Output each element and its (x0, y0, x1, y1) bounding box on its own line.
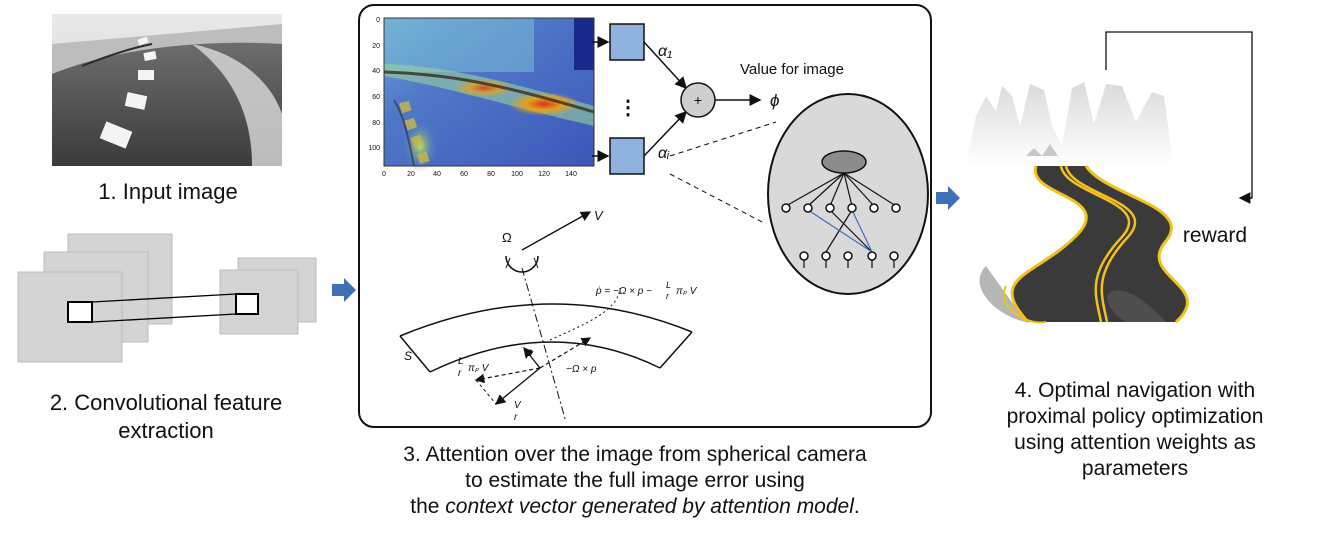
y-tick: 60 (372, 94, 380, 101)
equation-tail: πₚ V (676, 286, 698, 297)
conv-output-box (235, 293, 259, 315)
left-vector-num: L (458, 356, 464, 367)
y-tick: 0 (376, 17, 380, 24)
conv-caption: 2. Convolutional feature extraction (49, 390, 283, 443)
phi-label: ϕ (770, 91, 779, 110)
x-tick: 60 (460, 171, 468, 178)
y-tick: 40 (372, 68, 380, 75)
x-tick: 20 (407, 171, 415, 178)
hidden-layer-neurons (781, 203, 901, 213)
arrow-right-icon (936, 186, 960, 210)
attention-unit-box (609, 137, 645, 175)
velocity-label: V (594, 208, 604, 223)
ellipsis-dots: ⋮ (618, 97, 638, 119)
road (1012, 166, 1188, 322)
x-tick: 0 (382, 171, 386, 178)
conv-kernel-box (67, 301, 93, 323)
x-tick: 100 (511, 171, 523, 178)
equation-frac-num: L (666, 280, 671, 290)
equation-frac-den: r (666, 291, 670, 301)
left-vector-den: r (458, 368, 462, 379)
input-image (52, 14, 282, 166)
y-tick: 100 (368, 145, 380, 152)
alpha-i-label: αᵢ (658, 145, 670, 162)
surface-label: S (404, 349, 412, 363)
arrow-right-icon (332, 278, 356, 302)
navigation-caption: 4. Optimal navigation with proximal poli… (1006, 379, 1264, 480)
x-tick: 80 (487, 171, 495, 178)
right-vector-label: −Ω × p (566, 364, 597, 375)
camera-icon (505, 255, 539, 273)
x-tick: 120 (538, 171, 550, 178)
p-label: p (525, 345, 533, 359)
attention-unit-box (609, 23, 645, 61)
road-environment (966, 31, 1253, 324)
value-label: Value for image (740, 61, 844, 78)
conv-feature-diagram (17, 233, 317, 363)
spherical-geometry-diagram: Ω V S p L r πₚ V −Ω × p V r ṗ = −Ω × p −… (399, 208, 698, 423)
feature-map-stack-large (17, 233, 173, 363)
bottom-vector-den: r (514, 412, 518, 423)
sum-symbol: + (694, 92, 702, 108)
attention-caption: 3. Attention over the image from spheric… (403, 443, 867, 518)
attention-panel: 0 20 40 60 80 100 0 20 40 60 80 100 120 … (358, 4, 932, 428)
dynamics-equation: ṗ = −Ω × p − (595, 286, 652, 297)
neural-network-circle (767, 93, 929, 295)
attention-heatmap: 0 20 40 60 80 100 0 20 40 60 80 100 120 … (368, 17, 595, 178)
mountains-silhouette (966, 82, 1172, 166)
y-tick: 20 (372, 43, 380, 50)
feature-map-stack-small (219, 257, 317, 335)
alpha-1-label: α₁ (658, 43, 672, 60)
heatmap-y-ticks: 0 20 40 60 80 100 (368, 17, 380, 152)
omega-label: Ω (502, 230, 512, 245)
x-tick: 40 (433, 171, 441, 178)
heatmap-x-ticks: 0 20 40 60 80 100 120 140 (382, 171, 577, 178)
left-vector-label: πₚ V (468, 363, 490, 374)
input-image-caption: 1. Input image (98, 179, 238, 204)
x-tick: 140 (565, 171, 577, 178)
bottom-vector-num: V (514, 400, 522, 411)
output-neuron (821, 150, 867, 174)
reward-label: reward (1182, 224, 1248, 247)
y-tick: 80 (372, 120, 380, 127)
attention-network: + ϕ Value for image α₁ αᵢ ⋮ (592, 23, 929, 295)
